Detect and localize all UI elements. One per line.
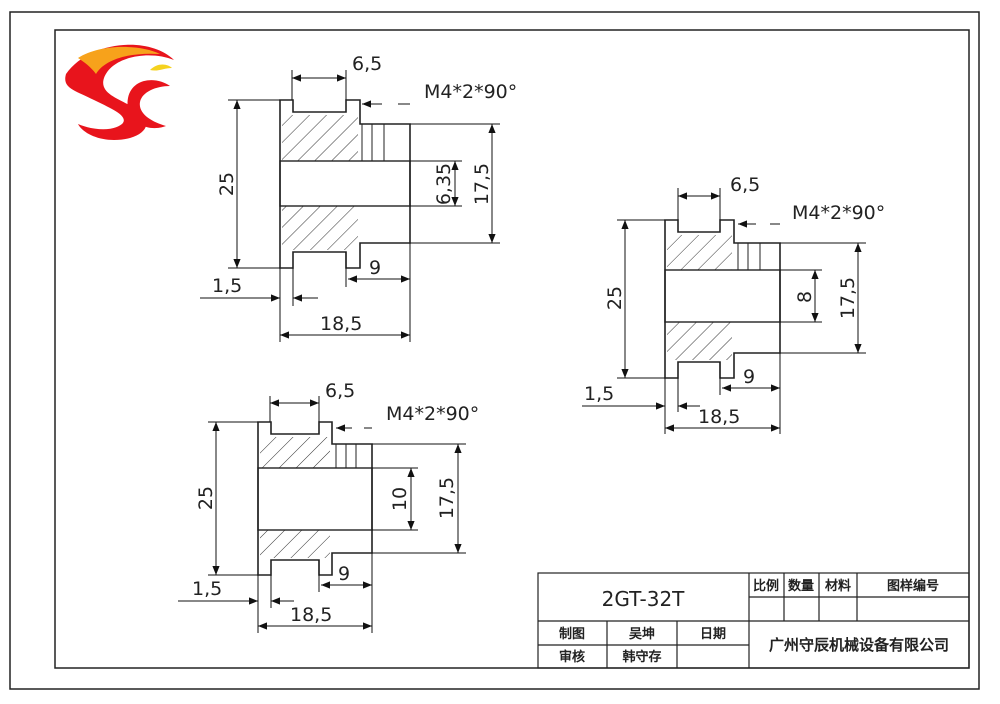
drawn-by-label: 制图 xyxy=(559,626,585,642)
dim-hub-diameter: 17,5 xyxy=(436,477,458,519)
dim-step: 9 xyxy=(369,257,381,279)
bore xyxy=(664,269,781,323)
chamfer-note: M4*2*90° xyxy=(792,202,885,224)
drawn-by-name: 吴坤 xyxy=(629,626,655,642)
hatch-lower xyxy=(667,322,732,360)
hatch-upper xyxy=(667,235,732,270)
dim-flange: 1,5 xyxy=(584,383,614,405)
outer-frame xyxy=(9,11,980,690)
dim-bore: 10 xyxy=(389,487,411,511)
pulley-view-1: 6,5 M4*2*90° 25 6,35 17,5 9 1,5 18,5 xyxy=(200,53,517,342)
dim-flange: 1,5 xyxy=(192,578,222,600)
part-name: 2GT-32T xyxy=(602,587,686,611)
checked-by-label: 审核 xyxy=(559,649,585,665)
dim-overall-height: 25 xyxy=(216,172,238,196)
sc-logo xyxy=(65,44,174,140)
dim-bore: 8 xyxy=(794,291,816,303)
dim-step: 9 xyxy=(338,563,350,585)
bore xyxy=(257,467,373,531)
title-block xyxy=(537,572,970,669)
dim-overall-height: 25 xyxy=(604,286,626,310)
material-header: 材料 xyxy=(825,578,851,594)
pulley-view-2: 6,5 M4*2*90° 25 8 17,5 9 1,5 18,5 xyxy=(582,174,885,434)
drawing-number-header: 图样编号 xyxy=(887,578,939,594)
bore xyxy=(279,160,411,207)
hatch-upper xyxy=(282,115,358,161)
dim-overall-height: 25 xyxy=(195,486,217,510)
dim-bore: 6,35 xyxy=(433,163,455,205)
chamfer-note: M4*2*90° xyxy=(424,81,517,103)
inner-frame xyxy=(54,29,970,669)
scale-header: 比例 xyxy=(753,578,779,594)
dim-hub-diameter: 17,5 xyxy=(471,163,493,205)
dim-step: 9 xyxy=(743,366,755,388)
pulley-view-3: 6,5 M4*2*90° 25 10 17,5 9 1,5 18,5 xyxy=(178,380,479,633)
date-label: 日期 xyxy=(700,627,726,642)
dim-length: 18,5 xyxy=(320,313,362,335)
dim-top-width: 6,5 xyxy=(325,380,355,402)
quantity-header: 数量 xyxy=(788,578,814,594)
dim-length: 18,5 xyxy=(290,604,332,626)
dim-flange: 1,5 xyxy=(212,275,242,297)
company-name: 广州守辰机械设备有限公司 xyxy=(769,636,949,654)
chamfer-note: M4*2*90° xyxy=(386,403,479,425)
dim-top-width: 6,5 xyxy=(352,53,382,75)
dim-length: 18,5 xyxy=(698,406,740,428)
dim-hub-diameter: 17,5 xyxy=(837,277,859,319)
dim-top-width: 6,5 xyxy=(730,174,760,196)
hatch-upper xyxy=(260,437,330,468)
hatch-lower xyxy=(282,206,358,250)
checked-by-name: 韩守存 xyxy=(622,649,661,665)
hatch-lower xyxy=(260,530,330,558)
